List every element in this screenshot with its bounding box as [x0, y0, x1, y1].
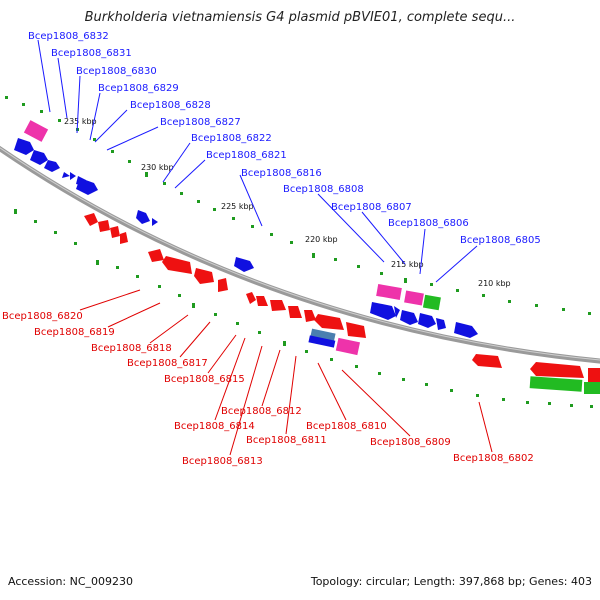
gene-label[interactable]: Bcep1808_6814 [174, 421, 255, 432]
gene-label[interactable]: Bcep1808_6805 [460, 235, 541, 246]
gene-blue[interactable] [136, 210, 150, 224]
gene-label[interactable]: Bcep1808_6829 [98, 83, 179, 94]
gene-label[interactable]: Bcep1808_6818 [91, 343, 172, 354]
gene-blue[interactable] [394, 306, 400, 318]
gene-label[interactable]: Bcep1808_6815 [164, 374, 245, 385]
gene-red[interactable] [162, 256, 192, 274]
gene-red[interactable] [246, 292, 256, 304]
gene-blue[interactable] [76, 178, 98, 195]
tick-210: 210 kbp [478, 279, 511, 288]
rna-feature[interactable] [335, 337, 361, 356]
gene-label[interactable]: Bcep1808_6807 [331, 202, 412, 213]
accession-text: Accession: NC_009230 [8, 575, 134, 588]
reverse-strand-features [84, 213, 600, 394]
gene-label[interactable]: Bcep1808_6816 [241, 168, 322, 179]
gene-red[interactable] [588, 368, 600, 382]
gene-red[interactable] [120, 232, 128, 244]
tick-220: 220 kbp [305, 235, 338, 244]
top-leader-lines [37, 39, 478, 283]
misc-feature[interactable] [310, 328, 336, 342]
bottom-labels: Bcep1808_6820 Bcep1808_6819 Bcep1808_681… [2, 311, 534, 467]
gene-label[interactable]: Bcep1808_6817 [127, 358, 208, 369]
gene-red[interactable] [98, 220, 110, 232]
gene-label[interactable]: Bcep1808_6830 [76, 66, 157, 77]
gene-label[interactable]: Bcep1808_6811 [246, 435, 327, 446]
gene-label[interactable]: Bcep1808_6809 [370, 437, 451, 448]
gene-blue[interactable] [44, 160, 60, 172]
rna-feature[interactable] [23, 120, 49, 142]
gene-red[interactable] [84, 213, 98, 226]
gene-blue[interactable] [14, 138, 34, 155]
other-feature[interactable] [422, 294, 441, 311]
gene-label[interactable]: Bcep1808_6812 [221, 406, 302, 417]
gene-red[interactable] [304, 310, 316, 322]
gene-label[interactable]: Bcep1808_6822 [191, 133, 272, 144]
topology-text: Topology: circular; Length: 397,868 bp; … [310, 575, 592, 588]
inner-dotted-ring [14, 209, 593, 408]
gene-label[interactable]: Bcep1808_6821 [206, 150, 287, 161]
gene-red[interactable] [218, 278, 228, 292]
gene-red[interactable] [472, 354, 502, 368]
tick-235: 235 kbp [64, 117, 97, 126]
gene-red[interactable] [314, 314, 344, 330]
gene-blue[interactable] [418, 313, 436, 328]
map-title: Burkholderia vietnamiensis G4 plasmid pB… [84, 10, 516, 25]
gene-red[interactable] [148, 249, 164, 262]
gene-label[interactable]: Bcep1808_6827 [160, 117, 241, 128]
gene-label[interactable]: Bcep1808_6831 [51, 48, 132, 59]
gene-red[interactable] [256, 296, 268, 306]
gene-label[interactable]: Bcep1808_6806 [388, 218, 469, 229]
gene-blue[interactable] [62, 172, 70, 178]
gene-red[interactable] [346, 322, 366, 338]
gene-label[interactable]: Bcep1808_6810 [306, 421, 387, 432]
gene-label[interactable]: Bcep1808_6808 [283, 184, 364, 195]
gene-blue[interactable] [436, 318, 446, 330]
gene-red[interactable] [530, 362, 584, 378]
tick-215: 215 kbp [391, 260, 424, 269]
forward-strand-features [14, 120, 478, 338]
gene-label[interactable]: Bcep1808_6819 [34, 327, 115, 338]
gene-label[interactable]: Bcep1808_6828 [130, 100, 211, 111]
gene-red[interactable] [110, 226, 120, 238]
other-feature[interactable] [529, 376, 583, 392]
gene-blue[interactable] [454, 322, 478, 338]
other-feature[interactable] [584, 382, 600, 394]
gene-red[interactable] [270, 300, 286, 311]
gene-red[interactable] [194, 268, 214, 284]
gene-label[interactable]: Bcep1808_6802 [453, 453, 534, 464]
top-labels: Bcep1808_6832 Bcep1808_6831 Bcep1808_683… [28, 31, 541, 246]
gene-label[interactable]: Bcep1808_6813 [182, 456, 263, 467]
gene-label[interactable]: Bcep1808_6820 [2, 311, 83, 322]
gene-blue[interactable] [370, 302, 396, 320]
gene-red[interactable] [288, 306, 302, 318]
gene-blue[interactable] [400, 310, 418, 325]
gene-blue[interactable] [70, 172, 76, 180]
tick-225: 225 kbp [221, 202, 254, 211]
rna-feature[interactable] [376, 284, 402, 300]
gene-blue[interactable] [30, 150, 48, 165]
outer-dotted-ring [5, 96, 591, 315]
gene-blue[interactable] [308, 335, 336, 348]
gene-blue[interactable] [152, 218, 158, 226]
gene-blue[interactable] [234, 257, 254, 272]
bottom-leader-lines [79, 289, 493, 456]
gene-label[interactable]: Bcep1808_6832 [28, 31, 109, 42]
rna-feature[interactable] [404, 290, 424, 306]
tick-230: 230 kbp [141, 163, 174, 172]
genome-backbone [0, 145, 600, 364]
